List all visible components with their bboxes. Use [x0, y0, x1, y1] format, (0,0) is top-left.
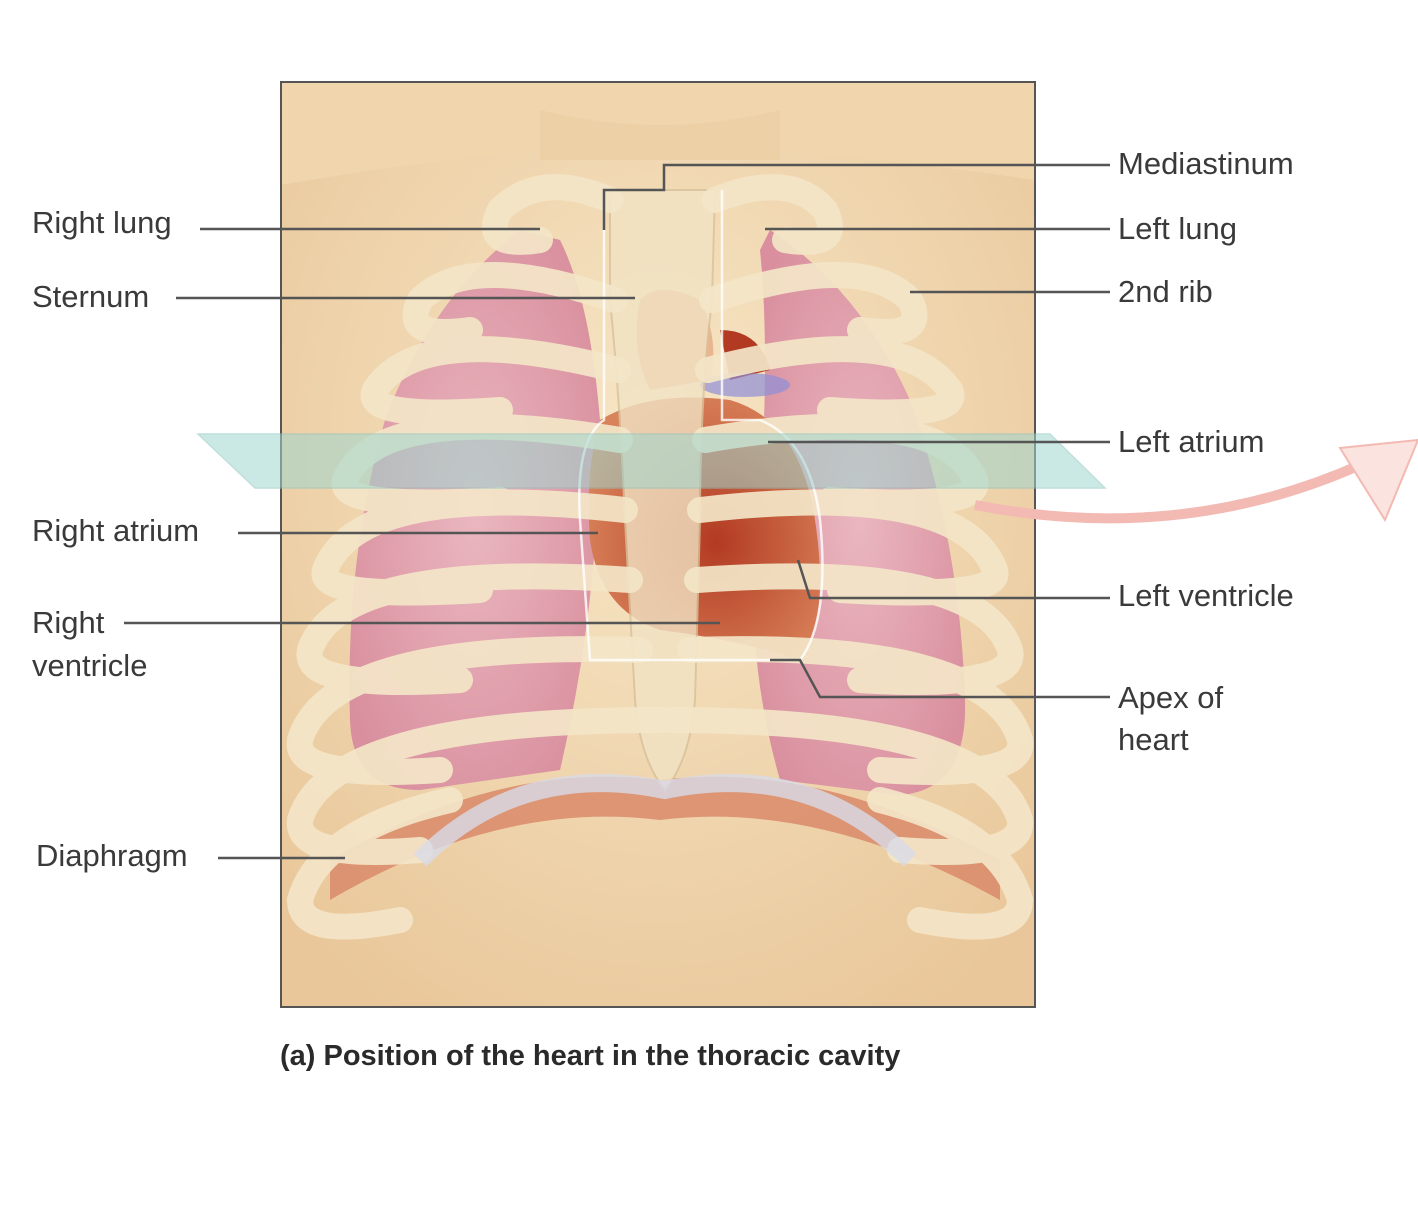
label-diaphragm: Diaphragm	[36, 838, 188, 873]
leader-apex	[770, 658, 1110, 699]
rib-2-right	[402, 262, 628, 345]
label-left-lung: Left lung	[1118, 211, 1237, 246]
figure-frame	[280, 81, 1036, 1008]
label-2nd-rib: 2nd rib	[1118, 274, 1213, 309]
rib-1-right	[482, 174, 623, 255]
label-sternum: Sternum	[32, 279, 150, 314]
rib-3-left	[695, 336, 965, 426]
label-right-atrium: Right atrium	[32, 513, 200, 548]
label-left-ventricle: Left ventricle	[1118, 578, 1294, 613]
leader-left-ventricle	[796, 559, 1110, 600]
rib-1-left	[702, 174, 843, 255]
label-apex-line2: heart	[1118, 722, 1189, 757]
figure-caption: (a) Position of the heart in the thoraci…	[280, 1040, 901, 1072]
rib-9-right	[286, 787, 463, 940]
section-arrow-head	[1338, 438, 1418, 523]
rib-3-right	[360, 336, 631, 426]
leader-lines	[124, 163, 1110, 860]
label-mediastinum: Mediastinum	[1118, 146, 1294, 181]
costal-cartilage	[413, 774, 917, 867]
rib-9-left	[867, 787, 1034, 940]
label-right-ventricle-line2: ventricle	[32, 648, 148, 683]
label-right-ventricle-line1: Right	[32, 605, 105, 640]
rib-2-left	[699, 262, 928, 345]
label-apex-line1: Apex of	[1118, 680, 1224, 715]
transverse-plane	[196, 433, 1107, 489]
label-right-lung: Right lung	[32, 205, 172, 240]
illustration-body	[281, 82, 1035, 1007]
leader-mediastinum	[602, 163, 1110, 230]
label-left-atrium: Left atrium	[1118, 424, 1265, 459]
rib-cage	[286, 174, 1034, 940]
throat	[540, 110, 780, 160]
section-arrow-shaft	[974, 460, 1363, 524]
